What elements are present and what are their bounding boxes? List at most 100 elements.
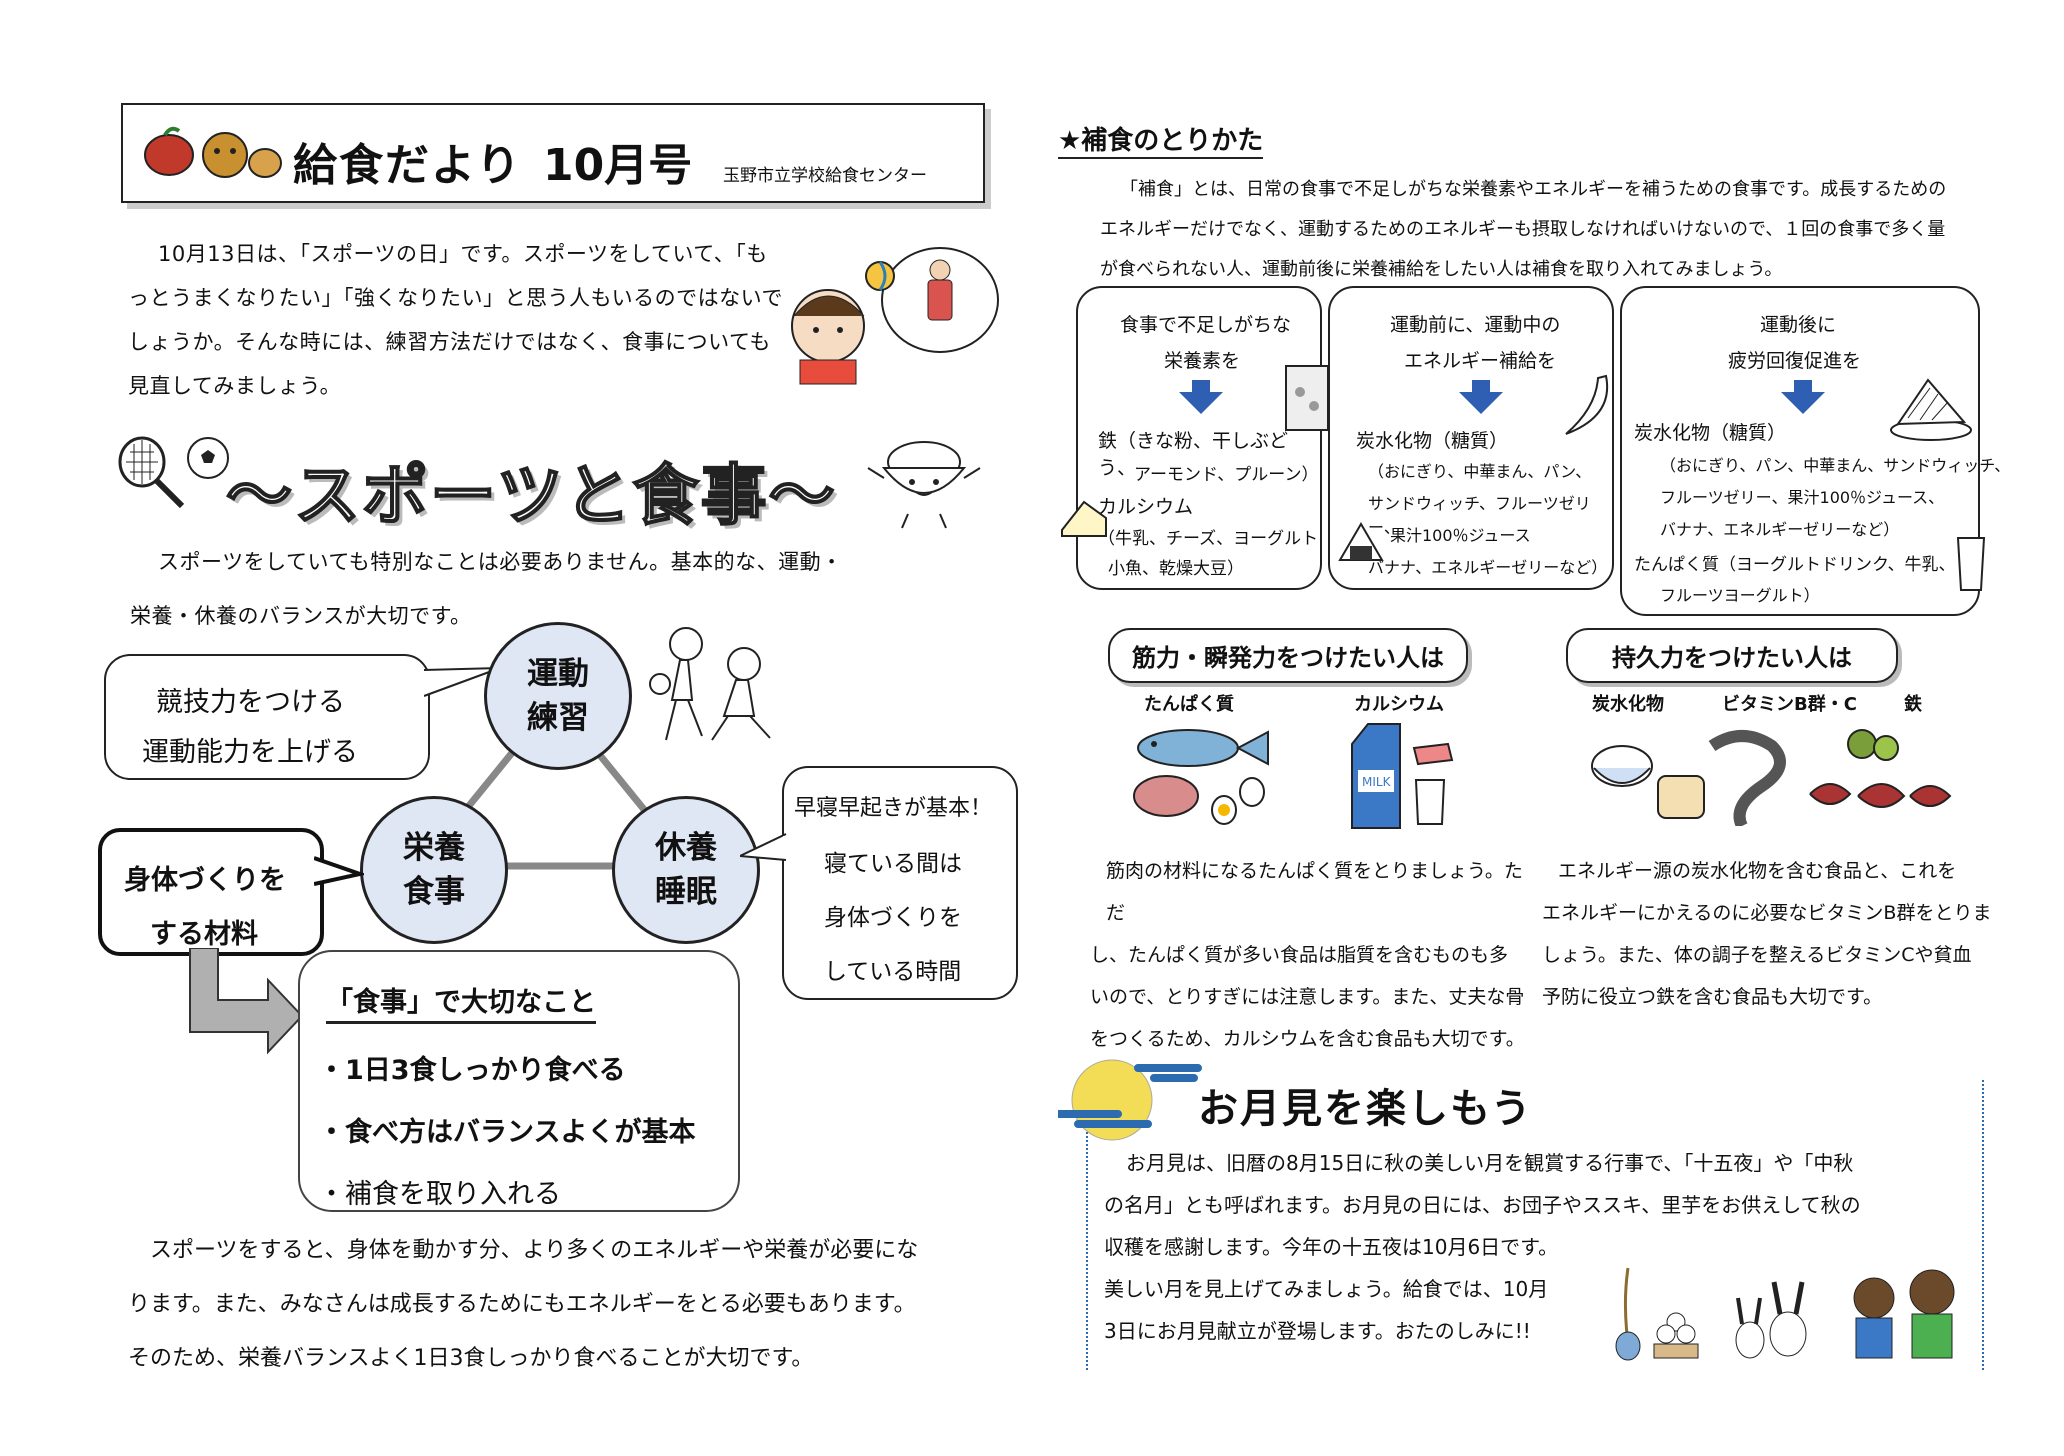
endurance-paragraph: エネルギー源の炭水化物を含む食品と、これを エネルギーにかえるのに必要なビタミン… [1542,850,2002,1018]
circle-label: 栄養 [403,830,465,866]
rice-ball-icon [1338,522,1384,561]
circle-label: 食事 [403,874,465,910]
moon-paragraph: お月見は、旧暦の8月15日に秋の美しい月を観賞する行事で、「十五夜」や「中秋 の… [1104,1142,1964,1352]
down-arrow-icon [1179,392,1223,414]
strength-title: 筋力・瞬発力をつけたい人は [1108,628,1468,683]
meal-box-item: ・食べ方はバランスよくが基本 [318,1117,696,1148]
meal-box-title: 「食事」で大切なこと [326,980,596,1024]
bubble-line: 運動能力を上げる [142,737,358,768]
snack-item: たんぱく質（ヨーグルトドリンク、牛乳、 [1634,555,1956,575]
outro-line: そのため、栄養バランスよく1日3食しっかり食べることが大切です。 [128,1346,814,1371]
bubble-line: している時間 [824,959,962,985]
snack-box-deficiency: 食事で不足しがちな 栄養素を 鉄（きな粉、干しぶどう、 アーモンド、プルーン） … [1076,286,1322,590]
bubble-tail [740,833,789,861]
bubble-line: 寝ている間は [824,851,962,877]
endurance-line: エネルギーにかえるのに必要なビタミンB群をとりま [1542,902,1992,924]
moon-title: お月見を楽しもう [1198,1086,1533,1132]
snack-box-after-exercise: 運動後に 疲労回復促進を 炭水化物（糖質） （おにぎり、パン、中華まん、サンドウ… [1620,286,2010,616]
sports-intro-line: 栄養・休養のバランスが大切です。 [130,604,472,628]
bubble-rest: 早寝早起きが基本！ 寝ている間は 身体づくりを している時間 [782,766,1018,1000]
snack-box-head: 疲労回復促進を [1728,350,1862,372]
circle-rest: 休養 睡眠 [612,796,760,944]
endurance-label-carbs: 炭水化物 [1592,694,1664,715]
snack-item: 鉄（きな粉、干しぶどう、 [1098,430,1289,479]
tennis-racket-icon [118,436,185,509]
intro-paragraph: 10月13日は、「スポーツの日」です。スポーツをしていて、「も っとうまくなりた… [128,232,788,408]
snack-line: 「補食」とは、日常の食事で不足しがちな栄養素やエネルギーを補うための食事です。成… [1120,179,1947,200]
down-arrow-icon [1459,392,1503,414]
snack-box-head: エネルギー補給を [1404,350,1557,372]
snack-box-before-exercise: 運動前に、運動中の エネルギー補給を 炭水化物（糖質） （おにぎり、中華まん、パ… [1328,286,1614,590]
snack-item: カルシウム [1098,496,1194,518]
snack-item: フルーツゼリー、果汁100％ジュース、 [1660,488,1945,507]
body-material-line: 身体づくりを [124,865,286,896]
header-banner: 給食だより 10月号 玉野市立学校給食センター [121,103,985,203]
sandwich-icon [1890,378,1972,441]
body-material-box: 身体づくりを する材料 [98,828,324,956]
snack-item: バナナ、エネルギーゼリーなど） [1368,558,1608,577]
body-material-tail [314,856,364,886]
soccer-ball-icon [187,437,229,479]
body-material-line: する材料 [150,919,258,950]
bubble-competitive: 競技力をつける 運動能力を上げる [104,654,430,780]
bubble-line: 早寝早起きが基本！ [794,796,993,821]
snack-item: （牛乳、チーズ、ヨーグルト [1098,529,1319,549]
mascot-icon [144,126,282,178]
circle-label: 休養 [655,830,717,866]
milk-carton-icon: MILK [1351,723,1454,829]
snack-item: （おにぎり、パン、中華まん、サンドウィッチ、 [1660,456,2011,475]
endurance-line: エネルギー源の炭水化物を含む食品と、これを [1558,860,1957,882]
bubble-line: 身体づくりを [824,905,962,931]
snack-line: エネルギーだけでなく、運動するためのエネルギーも摂取しなければいけないので、１回… [1100,219,1946,240]
strength-line: をつくるため、カルシウムを含む食品も大切です。 [1090,1028,1525,1050]
banana-icon [1565,374,1609,435]
moon-section-frame [1086,1080,1984,1370]
meal-box-item: ・補食を取り入れる [318,1179,561,1210]
rice-bread-eel-icon [1591,729,1952,826]
snack-item: 炭水化物（糖質） [1356,430,1509,452]
moon-line: お月見は、旧暦の8月15日に秋の美しい月を観賞する行事で、「十五夜」や「中秋 [1126,1151,1854,1175]
bubble-line: 競技力をつける [156,687,345,718]
circle-label: 練習 [527,700,589,736]
strength-line: し、たんぱく質が多い食品は脂質を含むものも多 [1090,944,1509,966]
sports-outro: スポーツをすると、身体を動かす分、より多くのエネルギーや栄養が必要にな ります。… [128,1224,1028,1386]
moon-viewing-illustration [1615,1267,1955,1361]
sports-intro: スポーツをしていても特別なことは必要ありません。基本的な、運動・ 栄養・休養のバ… [130,540,1010,638]
strength-line: いので、とりすぎには注意します。また、丈夫な骨 [1090,986,1525,1008]
intro-line: 10月13日は、「スポーツの日」です。スポーツをしていて、「も [158,242,768,266]
snack-item: アーモンド、プルーン） [1134,465,1319,485]
snack-item: 小魚、乾燥大豆） [1108,559,1244,579]
endurance-label-vitamins: ビタミンB群・C [1722,694,1857,715]
milk-label: MILK [1362,775,1392,789]
endurance-title: 持久力をつけたい人は [1566,628,1898,683]
cheese-icon [1061,500,1107,537]
strength-paragraph: 筋肉の材料になるたんぱく質をとりましょう。ただ し、たんぱく質が多い食品は脂質を… [1090,850,1530,1060]
circle-label: 睡眠 [655,874,717,910]
intro-line: しょうか。そんな時には、練習方法だけではなく、食事についても [128,330,771,354]
down-arrow-icon [1472,380,1490,392]
endurance-line: しょう。また、体の調子を整えるビタミンCや貧血 [1542,944,1972,966]
snack-box-head: 食事で不足しがちな [1120,314,1292,336]
moon-cloud-icon [1058,1059,1202,1141]
sports-title: ～スポーツと食事～ [225,456,837,535]
down-arrow-icon [1781,392,1825,414]
intro-line: 見直してみましょう。 [128,374,342,398]
snack-box-head: 運動後に [1760,314,1837,336]
snack-box-head: 運動前に、運動中の [1390,314,1561,336]
circle-exercise: 運動 練習 [484,622,632,770]
milk-glass-icon [1956,537,1986,591]
fish-meat-egg-icon [1133,729,1269,825]
endurance-label-iron: 鉄 [1904,694,1922,715]
rice-bowl-mascot-icon [867,441,981,529]
snack-intro: 「補食」とは、日常の食事で不足しがちな栄養素やエネルギーを補うための食事です。成… [1100,170,2020,290]
snack-line: が食べられない人、運動前後に栄養補給をしたい人は補食を取り入れてみましょう。 [1100,259,1783,280]
moon-line: の名月」とも呼ばれます。お月見の日には、お団子やススキ、里芋をお供えして秋の [1104,1193,1861,1217]
snack-title: ★補食のとりかた [1058,120,1264,159]
sports-intro-line: スポーツをしていても特別なことは必要ありません。基本的な、運動・ [158,550,843,574]
outro-line: スポーツをすると、身体を動かす分、より多くのエネルギーや栄養が必要にな [150,1238,919,1263]
publisher: 玉野市立学校給食センター [723,166,927,186]
meal-box-item: ・1日3食しっかり食べる [318,1055,626,1086]
endurance-line: 予防に役立つ鉄を含む食品も大切です。 [1542,986,1883,1008]
outro-line: ります。また、みなさんは成長するためにもエネルギーをとる必要もあります。 [128,1292,916,1317]
circle-nutrition: 栄養 食事 [360,796,508,944]
